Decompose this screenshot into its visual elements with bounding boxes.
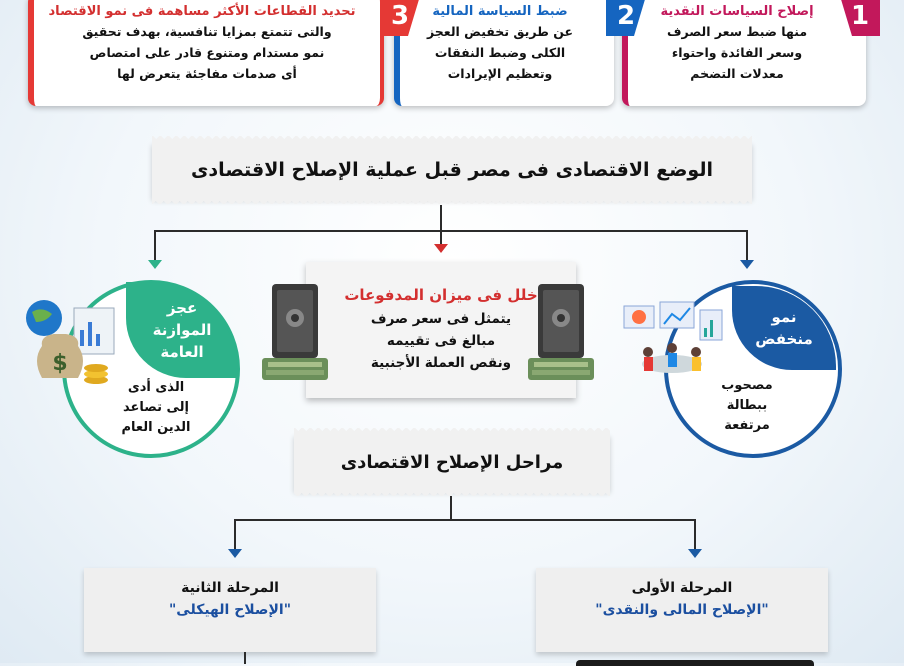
connector-line (244, 652, 246, 664)
card-line: وسعر الفائدة واحتواء (671, 45, 803, 60)
center-box-line: ونقص العملة الأجنبية (370, 355, 512, 371)
arrow-down-icon (434, 244, 448, 253)
balance-of-payments-box: خلل فى ميزان المدفوعات يتمثل فى سعر صرف … (306, 262, 576, 398)
circle-line: إلى تصاعد (123, 400, 189, 415)
phase-one-stub (576, 660, 814, 666)
money-bag-icon: $ (22, 296, 120, 392)
circle-line: ببطالة (726, 398, 768, 413)
phase-two-name: "الإصلاح الهيكلى" (169, 602, 291, 618)
card-body: والتى تتمتع بمزايا تنافسية، بهدف تحقيق ن… (34, 21, 380, 84)
circle-line: الذى أدى (127, 380, 185, 395)
circle-line: مصحوب (721, 378, 773, 393)
center-box-title: خلل فى ميزان المدفوعات (344, 286, 538, 304)
card-sectors: تحديد القطاعات الأكثر مساهمة فى نمو الاق… (28, 0, 384, 106)
card-line: معدلات التضخم (690, 66, 784, 81)
card-line: وتعظيم الإيرادات (447, 66, 553, 81)
tab-line: منخفض (755, 330, 813, 348)
center-box-body: يتمثل فى سعر صرف مبالغ فى تقييمه ونقص ال… (306, 308, 576, 374)
phases-title: مراحل الإصلاح الاقتصادى (340, 451, 564, 473)
analytics-icon (620, 300, 724, 392)
tab-line: عجز (166, 299, 198, 317)
tab-line: الموازنة (152, 321, 212, 339)
connector-line (154, 230, 156, 260)
card-monetary-reform: إصلاح السياسات النقدية منها ضبط سعر الصر… (622, 0, 866, 106)
card-title: إصلاح السياسات النقدية (660, 4, 814, 19)
card-body: منها ضبط سعر الصرف وسعر الفائدة واحتواء … (628, 21, 846, 84)
card-number: 2 (606, 0, 646, 36)
connector-line (440, 205, 442, 231)
low-growth-text: مصحوب ببطالة مرتفعة (692, 376, 802, 436)
arrow-down-icon (688, 549, 702, 558)
card-title: تحديد القطاعات الأكثر مساهمة فى نمو الاق… (48, 4, 356, 19)
card-line: أى صدمات مفاجئة يتعرض لها (117, 66, 297, 81)
connector-line (234, 519, 236, 549)
phases-title-banner: مراحل الإصلاح الاقتصادى (294, 428, 610, 490)
center-box-line: يتمثل فى سعر صرف (370, 311, 512, 327)
arrow-down-icon (228, 549, 242, 558)
connector-line (154, 230, 748, 232)
card-line: الكلى وضبط النفقات (434, 45, 566, 60)
connector-line (694, 519, 696, 549)
main-title: الوضع الاقتصادى فى مصر قبل عملية الإصلاح… (191, 159, 713, 181)
vault-icon (262, 280, 328, 384)
connector-line (440, 230, 442, 244)
connector-line (234, 519, 696, 521)
card-line: والتى تتمتع بمزايا تنافسية، بهدف تحقيق (82, 24, 332, 39)
svg-text:$: $ (52, 351, 67, 376)
card-number: 3 (380, 0, 420, 36)
card-line: منها ضبط سعر الصرف (666, 24, 808, 39)
circle-line: مرتفعة (724, 418, 770, 433)
circle-line: الدين العام (121, 420, 191, 435)
budget-deficit-text: الذى أدى إلى تصاعد الدين العام (96, 378, 216, 438)
vault-icon (528, 280, 594, 384)
center-box-line: مبالغ فى تقييمه (386, 333, 496, 349)
arrow-down-icon (148, 260, 162, 269)
phase-one-card: المرحلة الأولى "الإصلاح المالى والنقدى" (536, 568, 828, 652)
card-title: ضبط السياسة المالية (432, 4, 568, 19)
phase-two-card: المرحلة الثانية "الإصلاح الهيكلى" (84, 568, 376, 652)
card-line: نمو مستدام ومتنوع قادر على امتصاص (89, 45, 325, 60)
card-fiscal-policy: ضبط السياسة المالية عن طريق تخفيض العجز … (394, 0, 614, 106)
card-body: عن طريق تخفيض العجز الكلى وضبط النفقات و… (400, 21, 600, 84)
card-line: عن طريق تخفيض العجز (426, 24, 574, 39)
main-title-banner: الوضع الاقتصادى فى مصر قبل عملية الإصلاح… (152, 136, 752, 198)
tab-line: نمو (771, 308, 797, 326)
phase-one-label: المرحلة الأولى (631, 580, 733, 596)
connector-line (450, 496, 452, 520)
arrow-down-icon (740, 260, 754, 269)
phase-two-label: المرحلة الثانية (181, 580, 279, 596)
phase-one-name: "الإصلاح المالى والنقدى" (595, 602, 769, 618)
tab-line: العامة (160, 343, 204, 361)
connector-line (746, 230, 748, 260)
